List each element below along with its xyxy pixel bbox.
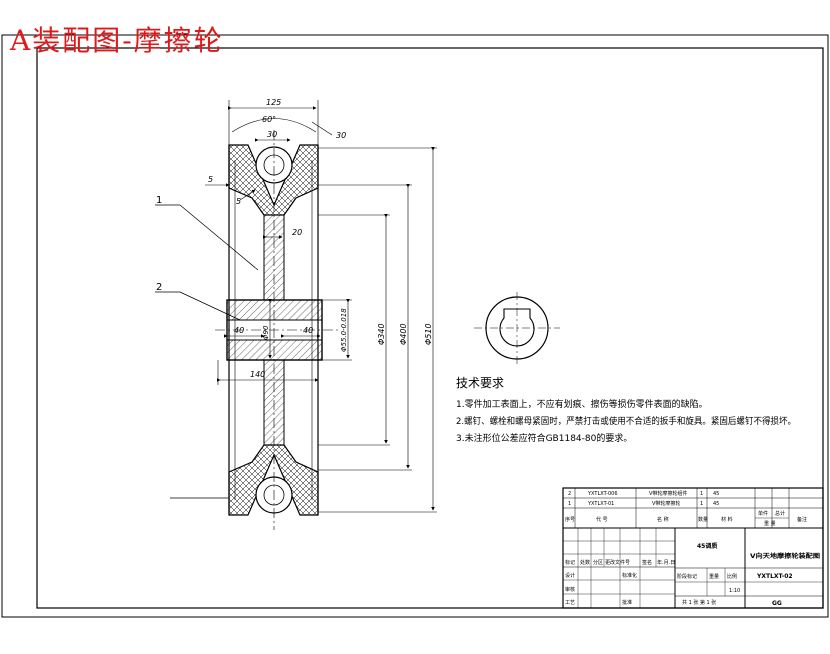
tb-r2-qty: 1: [700, 501, 703, 507]
part-label-2: 2: [156, 282, 162, 293]
notes-line-1: 1.零件加工表面上，不应有划痕、擦伤等损伤零件表面的缺陷。: [456, 398, 708, 410]
outer-frame: [1, 34, 829, 618]
tb-r1-code: YXTLXT-006: [587, 491, 618, 497]
tb-c-date: 年.月.日: [657, 559, 675, 566]
tb-scale: 1:10: [729, 588, 740, 594]
dim-40-right: 40: [303, 326, 313, 335]
tb-r2-mat: 45: [713, 501, 719, 507]
tb-drawing-name: V向天地摩擦轮装配图: [750, 552, 820, 560]
tb-c-zone: 分区: [593, 559, 603, 566]
tb-c-review: 审核: [565, 586, 575, 593]
rim-lower: [228, 444, 319, 516]
notes-heading: 技术要求: [456, 376, 504, 390]
tb-r1-qty: 1: [700, 491, 703, 497]
dim-phi400: Φ400: [399, 323, 408, 345]
tb-c-doc: 更改文件号: [605, 559, 630, 566]
inner-frame: [36, 47, 824, 609]
tb-sheets: 共 1 张 第 1 张: [682, 599, 716, 606]
dim-30-right: 30: [336, 131, 346, 140]
dim-40-left: 40: [234, 326, 244, 335]
tb-r2-code: YXTLXT-01: [587, 501, 614, 507]
part-label-1: 1: [156, 195, 162, 206]
tb-c-design: 设计: [565, 572, 575, 579]
dim-phi55: Φ55.0-0.018: [340, 308, 348, 352]
tb-c-mark: 标记: [565, 559, 575, 566]
title-block: [562, 487, 824, 609]
dim-phi510: Φ510: [424, 323, 433, 345]
drawing-title: A装配图-摩擦轮: [9, 24, 224, 57]
tb-c-approve: 批准: [622, 599, 632, 606]
hub-lower: [226, 339, 323, 361]
tb-c-std: 标准化: [622, 572, 637, 579]
technical-requirements: 技术要求 1.零件加工表面上，不应有划痕、擦伤等损伤零件表面的缺陷。 2.螺钉、…: [456, 376, 796, 444]
tb-c-sign: 签名: [642, 559, 652, 566]
dim-phi90: Φ90: [262, 325, 270, 340]
tb-h-note: 备注: [797, 516, 807, 523]
notes-line-2: 2.螺钉、螺栓和螺母紧固时，严禁打击或使用不合适的扳手和旋具。紧固后螺钉不得损坏…: [456, 415, 796, 427]
tb-r1-no: 2: [568, 491, 571, 497]
hub-upper: [226, 299, 323, 321]
dim-5-left: 5: [208, 175, 213, 184]
tb-stage: 阶段标记: [677, 573, 697, 580]
tb-h-code: 代 号: [596, 516, 608, 523]
tb-h-weight: 重 量: [764, 520, 776, 527]
tb-weight-col: 重量: [709, 573, 719, 580]
roller-upper: [255, 146, 293, 184]
tb-r1-mat: 45: [713, 491, 719, 497]
dim-140: 140: [250, 370, 265, 379]
tb-ratio-col: 比例: [727, 573, 737, 580]
dim-20: 20: [292, 228, 302, 237]
dimensions: [205, 100, 437, 513]
tb-h-total: 总计: [775, 510, 785, 517]
dim-125: 125: [266, 98, 281, 107]
dim-angle-60: 60°: [262, 115, 276, 124]
tb-r2-name: V带轮摩擦轮: [652, 500, 680, 507]
dim-30-top: 30: [267, 130, 277, 139]
dim-5-inner: 5: [236, 197, 241, 206]
keyway-end-view: [474, 292, 560, 365]
tb-h-mat: 材 料: [721, 516, 733, 523]
part-leaders: [155, 204, 259, 499]
tb-r2-no: 1: [568, 501, 571, 507]
tb-drawing-code: YXTLXT-02: [756, 573, 793, 580]
tb-material: 45调质: [697, 542, 717, 550]
tb-h-single: 单件: [758, 510, 768, 517]
tb-h-no: 序号: [565, 516, 575, 523]
notes-line-3: 3.未注形位公差应符合GB1184-80的要求。: [456, 432, 632, 444]
tb-h-name: 名 称: [657, 516, 669, 523]
tb-logo: GG: [772, 600, 782, 607]
tb-r1-name: V带轮摩擦轮组件: [649, 490, 687, 497]
tb-c-craft: 工艺: [565, 600, 575, 606]
tb-h-qty: 数量: [698, 516, 708, 523]
tb-c-count: 处数: [580, 559, 590, 566]
rim-upper: [228, 144, 319, 216]
dim-phi340: Φ340: [377, 323, 386, 345]
